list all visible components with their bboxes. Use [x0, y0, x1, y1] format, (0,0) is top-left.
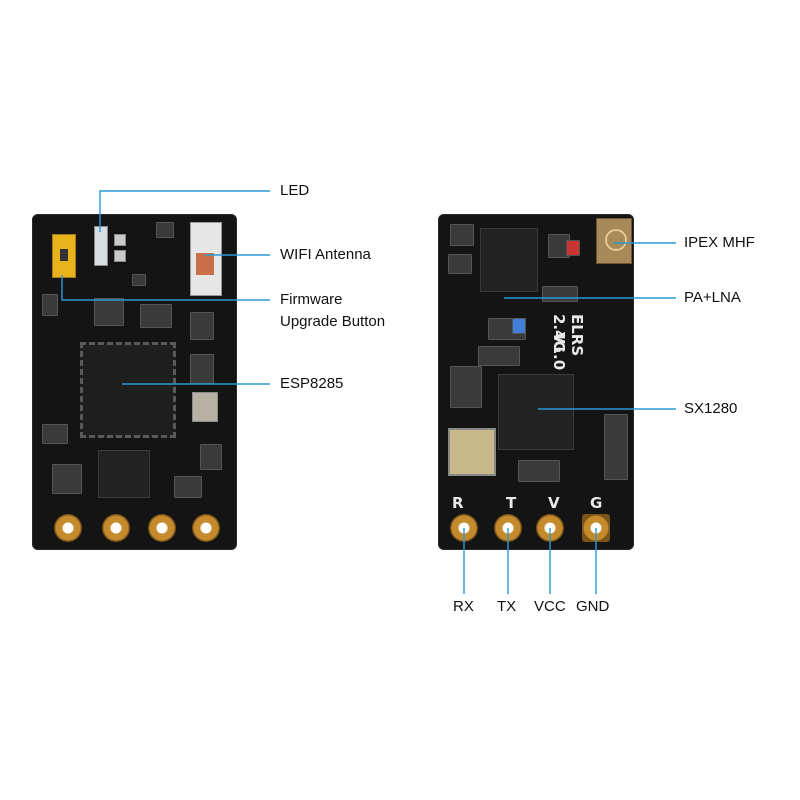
firmware-label-line2: Upgrade Button	[280, 313, 386, 330]
ipex-connector	[596, 218, 632, 264]
regulator-chip	[98, 450, 150, 498]
gnd-label: GND	[576, 598, 610, 615]
ipex-mhf-label: IPEX MHF	[684, 234, 755, 251]
sx1280-label: SX1280	[684, 400, 738, 417]
firmware-leader	[61, 275, 270, 301]
pa-lna-chip	[480, 228, 538, 292]
firmware-label-line1: Firmware	[280, 291, 343, 308]
led-component	[94, 226, 108, 266]
wifi-antenna-label: WIFI Antenna	[280, 246, 371, 263]
upgrade-button[interactable]	[52, 234, 76, 278]
right-board: ELRS 2.4G V1.0 R T V G	[438, 214, 634, 550]
led-label: LED	[280, 182, 310, 199]
pad-2	[102, 514, 130, 542]
rx-label: RX	[453, 598, 474, 615]
pad-3	[148, 514, 176, 542]
left-board	[32, 214, 237, 550]
led-leader	[99, 190, 270, 232]
pa-lna-label: PA+LNA	[684, 289, 741, 306]
pin-t-text: T	[506, 494, 517, 512]
wifi-antenna-chip	[190, 222, 222, 296]
pin-r-text: R	[452, 494, 464, 512]
pin-v-text: V	[548, 494, 560, 512]
esp8285-label: ESP8285	[280, 375, 344, 392]
crystal	[448, 428, 496, 476]
pin-g-text: G	[590, 494, 603, 512]
pad-4	[192, 514, 220, 542]
sx1280-chip	[498, 374, 574, 450]
vcc-label: VCC	[534, 598, 566, 615]
esp8285-chip	[80, 342, 176, 438]
tx-label: TX	[497, 598, 517, 615]
pad-1	[54, 514, 82, 542]
